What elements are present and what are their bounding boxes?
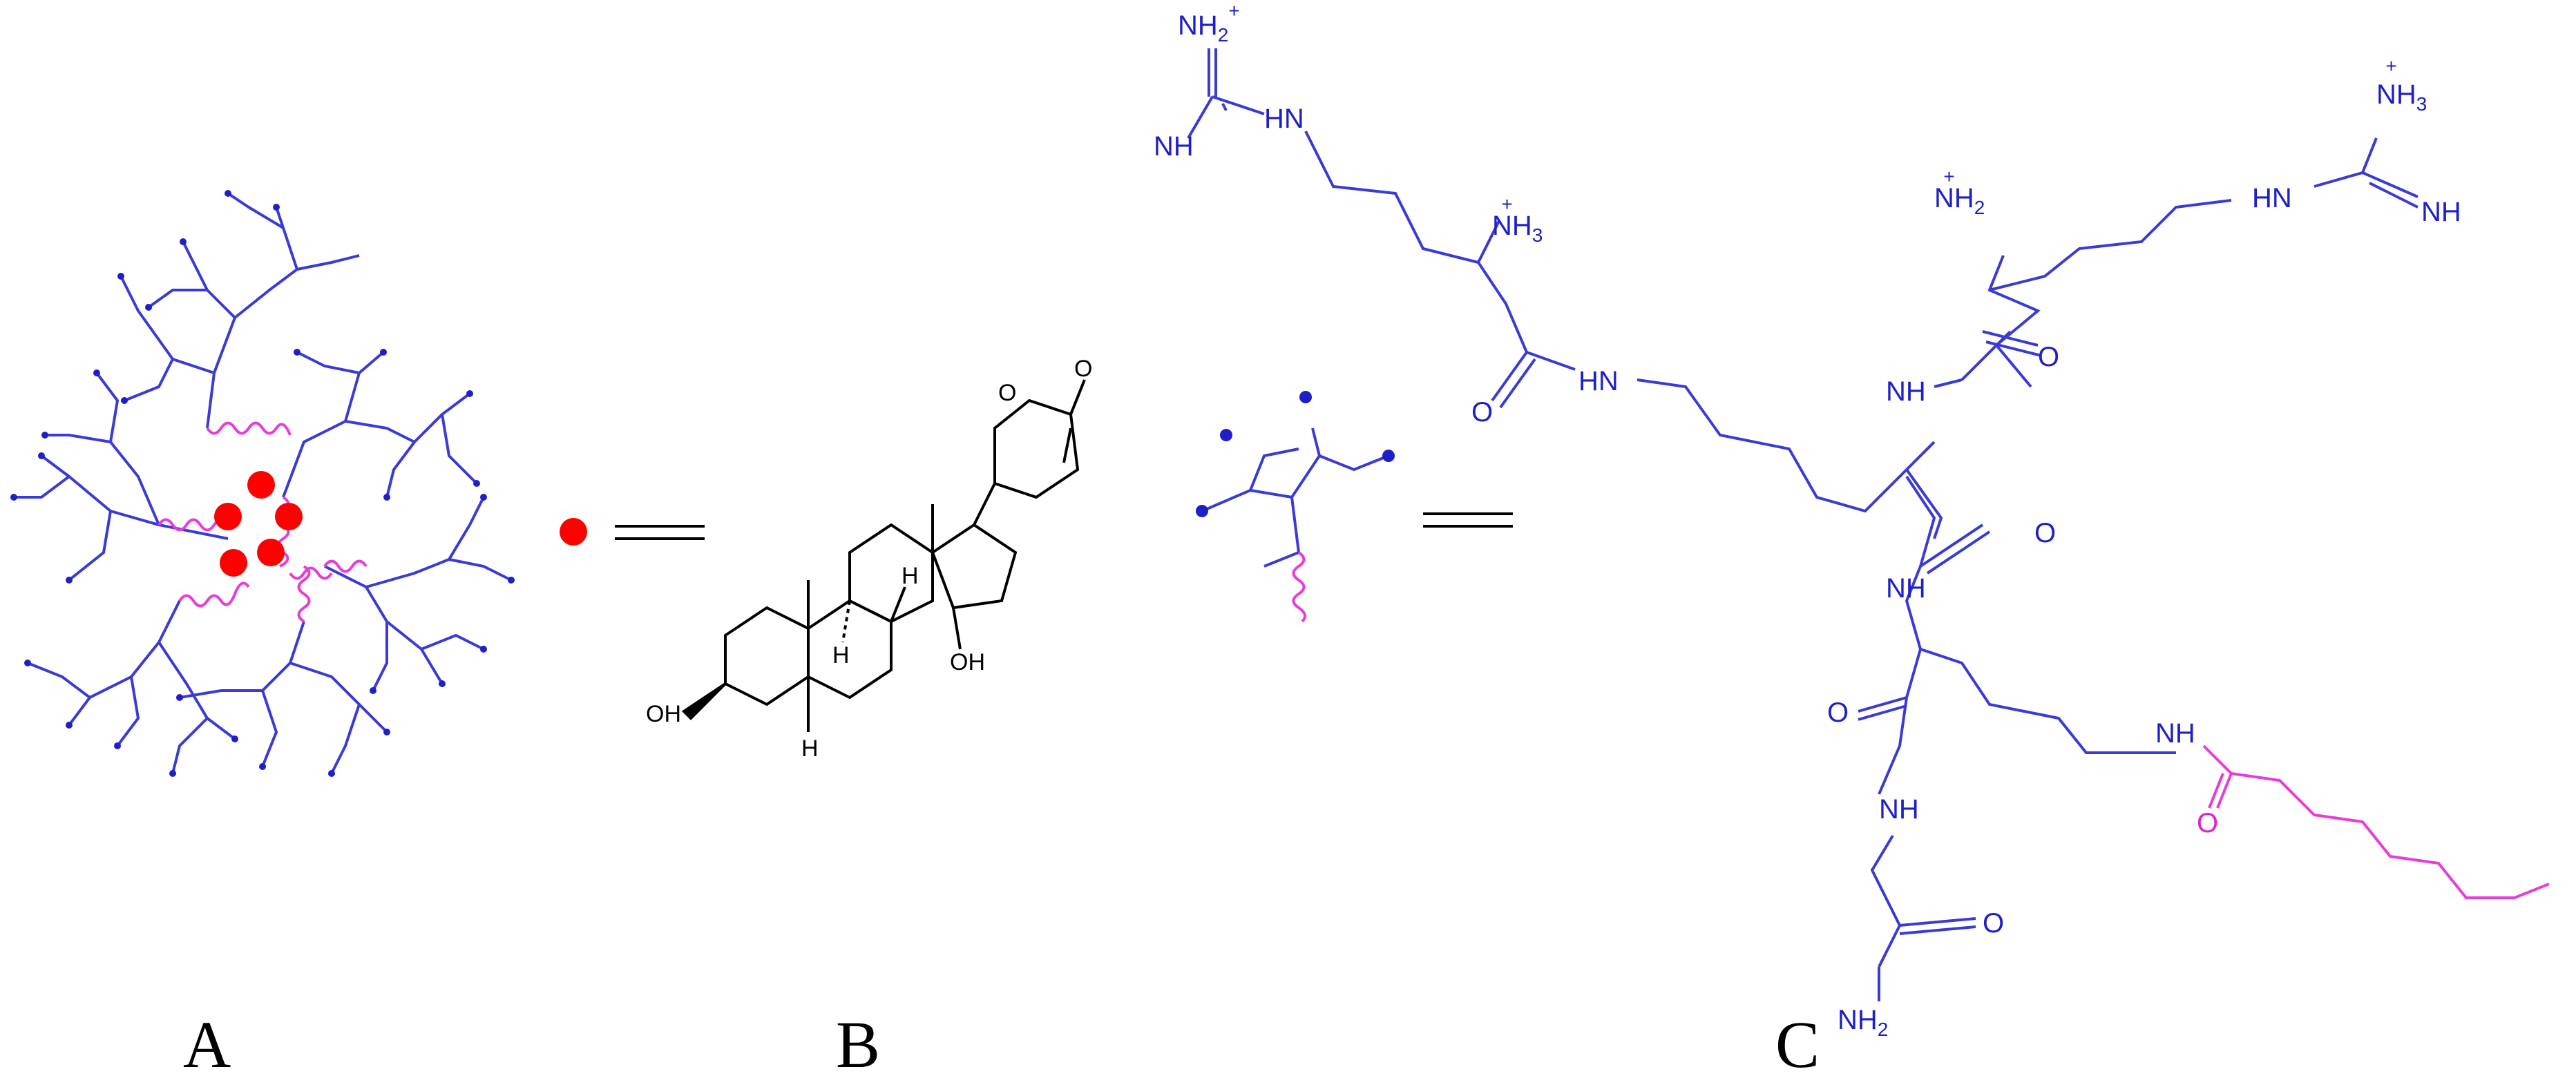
bufalin-carbonyl-o: O [1074, 356, 1092, 382]
panel-b-label: B [836, 1008, 880, 1081]
left-guanidine-nh2: NH2+ [1178, 0, 1240, 46]
dendron-branches [14, 192, 512, 774]
backbone-nh-2: NH [1886, 573, 1926, 604]
left-guanidine-hn: HN [1264, 104, 1304, 134]
bufalin-5-h: H [801, 735, 819, 762]
left-alpha-amine: NH3+ [1492, 193, 1543, 246]
drug-dot-symbol [560, 518, 587, 546]
terminal-dots [10, 190, 515, 777]
bufalin-14-oh: OH [950, 649, 985, 675]
right-amide-o-1: O [2038, 342, 2059, 372]
linker-wavy-lines [158, 421, 368, 623]
bufalin-3-oh: OH [646, 701, 681, 727]
left-amide-o: O [1471, 397, 1493, 427]
left-guanidine-imine: NH [1154, 131, 1194, 162]
right-guanidine-hn: HN [2252, 183, 2292, 213]
panel-a-label: A [183, 1008, 231, 1081]
bufalin-ring-o: O [998, 380, 1016, 406]
lipid-carbonyl-o: O [2197, 808, 2218, 838]
backbone-nh-1: NH [1886, 376, 1926, 407]
right-alpha-nh2: NH2+ [1934, 166, 1985, 218]
terminal-nh2: NH2 [1838, 1005, 1888, 1040]
bufalin-atom-labels: O O OH OH H H H [646, 356, 1092, 762]
lysine-nh: NH [2155, 718, 2195, 749]
drug-legend [560, 518, 705, 546]
mid-amide-hn: HN [1578, 366, 1619, 396]
right-guanidine-imine: NH [2421, 197, 2461, 227]
lower-amide-o: O [1827, 698, 1849, 728]
bufalin-9-h: H [832, 642, 850, 668]
bufalin-8-h: H [901, 563, 919, 589]
dendron-legend [1196, 391, 1513, 623]
glycine-amide-o: O [1983, 908, 2004, 939]
panel-c-label: C [1775, 1008, 1820, 1081]
right-guanidine-nh3: NH3+ [2376, 55, 2427, 115]
panel-c-peptide: NH2+ NH HN NH3+ O HN NH3+ NH2+ HN NH O N… [1154, 0, 2550, 1040]
panel-a-dendrimer: A [10, 190, 515, 1081]
peptide-atom-labels: NH2+ NH HN NH3+ O HN NH3+ NH2+ HN NH O N… [1154, 0, 2461, 1040]
drug-cargo-dots [214, 471, 303, 577]
right-amide-o-2: O [2034, 518, 2056, 548]
backbone-nh-lower: NH [1879, 794, 1919, 825]
panel-b-bufalin [681, 379, 1086, 732]
